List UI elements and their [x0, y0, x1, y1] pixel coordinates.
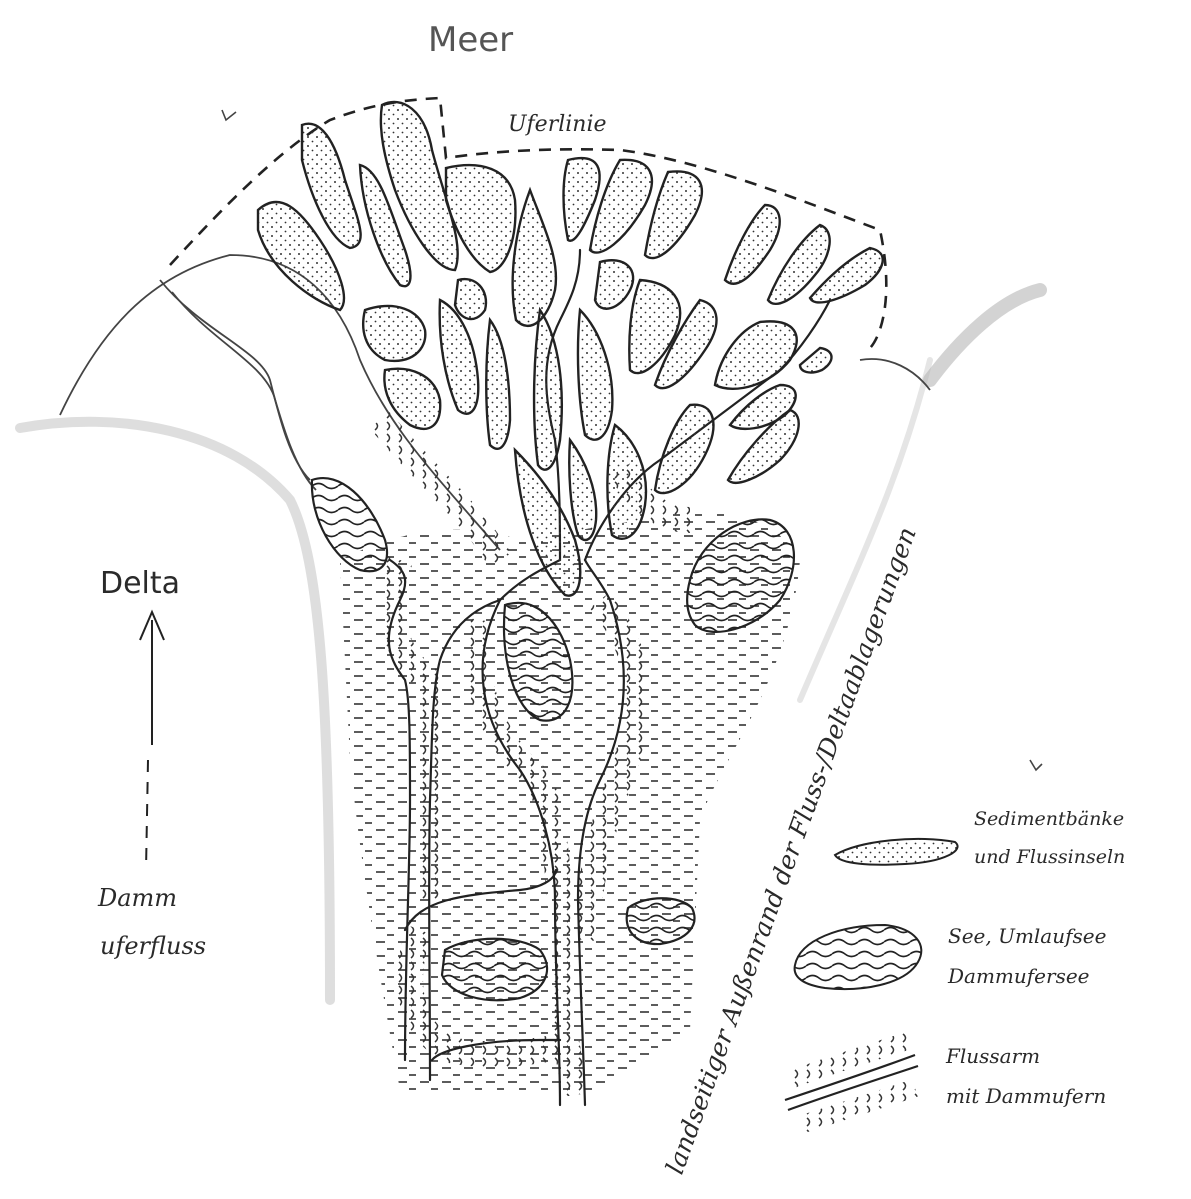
levee-river-label-line1: Damm	[98, 884, 177, 912]
legend-channel-swatch	[785, 1040, 918, 1125]
legend-lake-swatch	[795, 925, 922, 989]
sea-label: Meer	[428, 20, 513, 60]
legend-bar-swatch	[835, 839, 958, 865]
legend-bars-line2: und Flussinseln	[974, 846, 1125, 868]
delta-direction-arrow	[140, 612, 164, 870]
levee-river-label-line2: uferfluss	[100, 932, 206, 960]
legend-lake-line2: Dammufersee	[948, 964, 1090, 988]
shoreline-label: Uferlinie	[508, 112, 607, 137]
lake-left	[312, 478, 387, 571]
lake-bottom-left	[442, 939, 547, 1000]
legend-bars-line1: Sedimentbänke	[974, 808, 1124, 830]
legend-lake-line1: See, Umlaufsee	[948, 924, 1106, 948]
legend-swatches	[785, 839, 958, 1125]
delta-label: Delta	[100, 566, 180, 601]
legend-channel-line2: mit Dammufern	[946, 1084, 1106, 1108]
legend-channel-line1: Flussarm	[946, 1044, 1040, 1068]
